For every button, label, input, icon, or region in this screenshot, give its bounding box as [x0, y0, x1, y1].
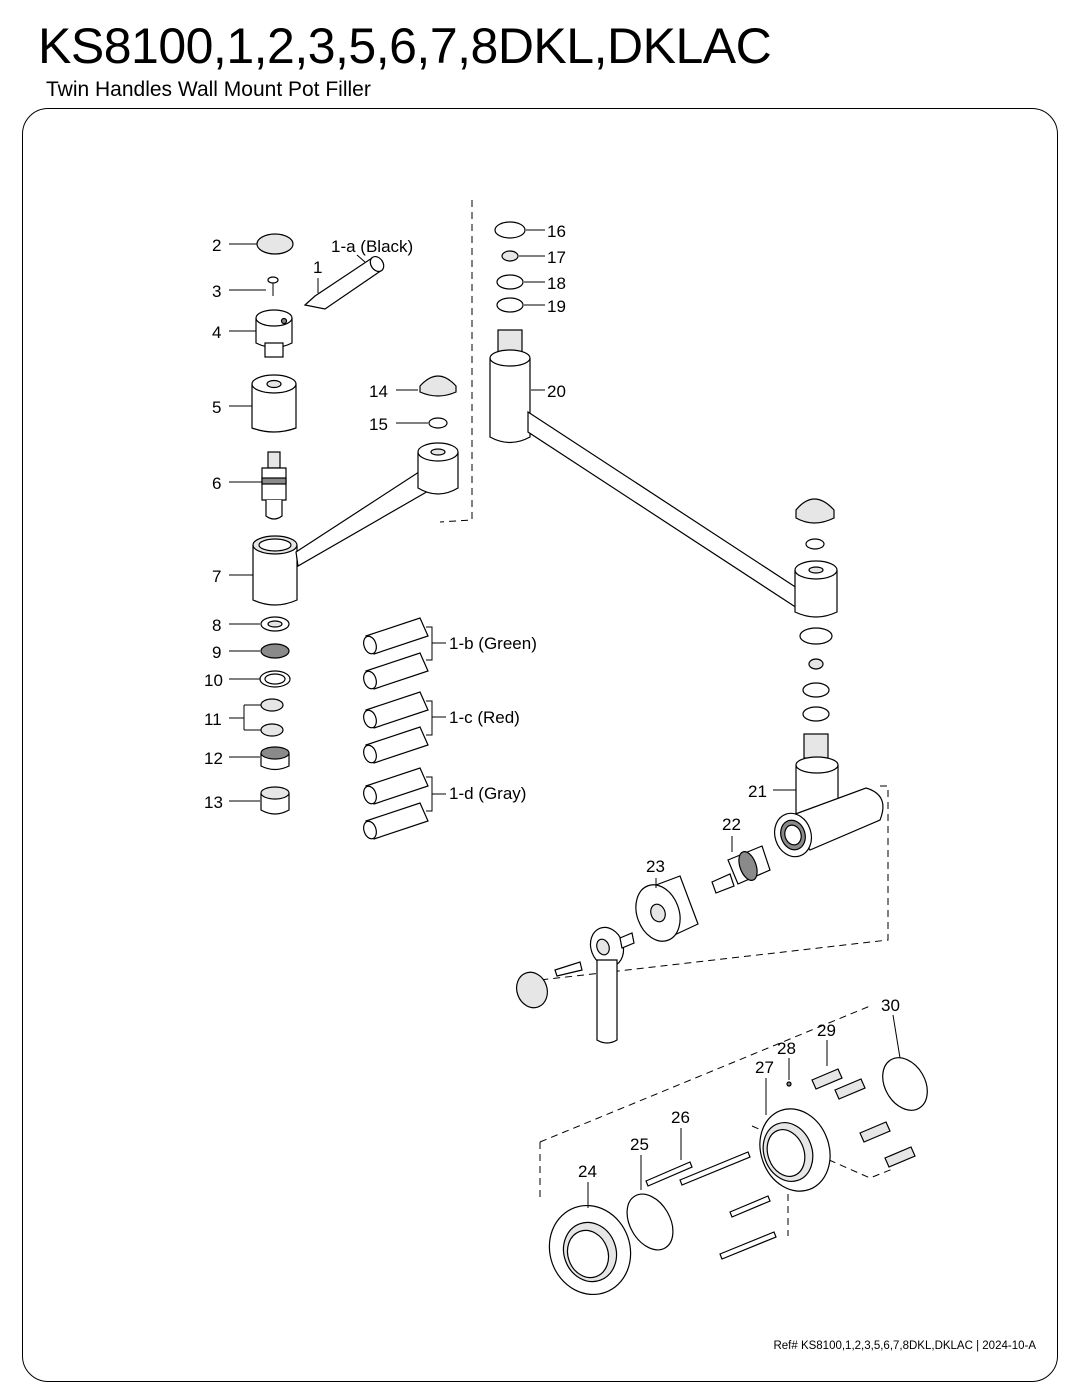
callout-8: 8 — [212, 616, 221, 635]
part-7-spout-body — [229, 442, 459, 606]
callout-17: 17 — [547, 248, 566, 267]
part-21-valve-body — [773, 756, 884, 858]
callout-23: 23 — [646, 857, 665, 876]
callout-1c: 1-c (Red) — [449, 708, 520, 727]
callout-26: 26 — [671, 1108, 690, 1127]
part-5-sleeve — [229, 374, 297, 433]
callout-9: 9 — [212, 643, 221, 662]
part-24-flange — [548, 1182, 632, 1296]
part-11-screens — [229, 698, 284, 737]
callout-25: 25 — [630, 1135, 649, 1154]
callout-24: 24 — [578, 1162, 597, 1181]
valve-dashed-leader — [539, 785, 889, 981]
callout-29: 29 — [817, 1021, 836, 1040]
part-19-oring — [496, 297, 545, 313]
part-23-sleeve — [635, 875, 699, 942]
page-title: KS8100,1,2,3,5,6,7,8DKL,DKLAC — [38, 18, 772, 74]
part-29-anchors — [811, 1040, 916, 1168]
part-6-cartridge — [229, 451, 287, 520]
part-25-oring — [626, 1155, 674, 1251]
callout-1d: 1-d (Gray) — [449, 784, 526, 803]
part-1-lever-handle — [303, 254, 385, 310]
callout-16: 16 — [547, 222, 566, 241]
part-12-aerator-housing — [229, 746, 290, 771]
part-3-screw — [229, 276, 279, 296]
callout-6: 6 — [212, 474, 221, 493]
callout-18: 18 — [547, 274, 566, 293]
reference-footer: Ref# KS8100,1,2,3,5,6,7,8DKL,DKLAC | 202… — [773, 1340, 1036, 1352]
callout-11: 11 — [204, 710, 222, 729]
callout-1: 1 — [313, 258, 322, 277]
part-18-oring — [496, 274, 545, 290]
page-subtitle: Twin Handles Wall Mount Pot Filler — [46, 78, 371, 101]
part-2-handle-cap — [229, 233, 294, 255]
callout-19: 19 — [547, 297, 566, 316]
callout-14: 14 — [369, 382, 388, 401]
callout-3: 3 — [212, 282, 221, 301]
callout-30: 30 — [881, 996, 900, 1015]
part-1d-gray-levers — [363, 767, 446, 840]
callout-28: 28 — [777, 1039, 796, 1058]
part-1c-red-levers — [363, 691, 446, 764]
part-9-aerator-insert — [229, 643, 290, 659]
callout-12: 12 — [204, 749, 223, 768]
assembly-dashed-leader — [439, 200, 473, 523]
callout-15: 15 — [369, 415, 388, 434]
part-8-washer — [229, 616, 290, 632]
callout-10: 10 — [204, 671, 223, 690]
callout-22: 22 — [722, 815, 741, 834]
part-13-aerator-cap — [229, 786, 290, 815]
callout-13: 13 — [204, 793, 223, 812]
part-17-bushing — [501, 250, 545, 262]
callout-5: 5 — [212, 398, 221, 417]
callout-2: 2 — [212, 236, 221, 255]
part-lower-lever-handle — [516, 926, 635, 1044]
part-20-swing-arm — [489, 329, 801, 610]
part-1b-green-levers — [363, 617, 446, 690]
callout-20: 20 — [547, 382, 566, 401]
callout-1a: 1-a (Black) — [331, 237, 413, 256]
part-10-washer — [229, 670, 291, 688]
callout-1b: 1-b (Green) — [449, 634, 537, 653]
callout-4: 4 — [212, 323, 221, 342]
part-15-washer — [396, 417, 448, 429]
part-16-oring — [494, 221, 545, 239]
part-14-spout-cap — [396, 375, 457, 397]
part-26-screws — [645, 1128, 777, 1260]
part-elbow-assembly — [794, 498, 838, 759]
diagram-frame — [22, 108, 1058, 1382]
part-28-pin — [786, 1058, 792, 1087]
part-4-handle-hub — [229, 309, 293, 358]
part-22-cartridge — [711, 836, 771, 894]
part-27-mounting-ring — [759, 1078, 831, 1236]
part-30-gasket — [882, 1014, 928, 1111]
callout-27: 27 — [755, 1058, 774, 1077]
callout-7: 7 — [212, 567, 221, 586]
callout-21: 21 — [748, 782, 767, 801]
